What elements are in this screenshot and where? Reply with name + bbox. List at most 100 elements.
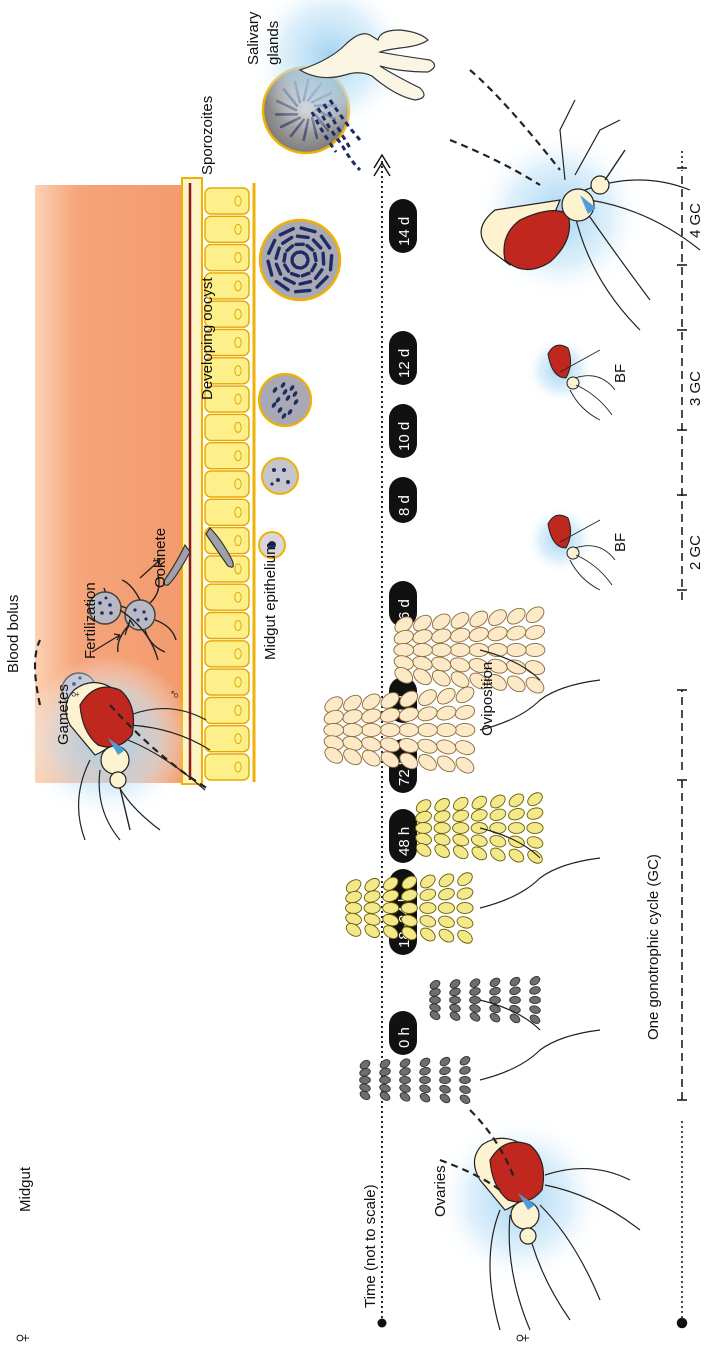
epithelium-cell (205, 669, 249, 695)
ovariole (459, 1093, 472, 1105)
ovariole (360, 1076, 371, 1083)
ovariole (420, 1076, 431, 1083)
ovariole (467, 625, 490, 644)
sporozoite-mark (323, 253, 324, 264)
ovariole (504, 673, 528, 695)
ovariole (523, 674, 547, 696)
ovariole (434, 823, 450, 834)
epithelium-cell (205, 443, 249, 469)
ovary-series (322, 604, 600, 1106)
ovariole (457, 903, 473, 914)
ovariole (525, 848, 544, 866)
ovaries-label: Ovaries (432, 1165, 449, 1217)
ovariole (470, 833, 489, 848)
ovariole (505, 658, 528, 677)
ovariole (432, 842, 451, 860)
ovariole (437, 887, 456, 902)
ovariole (459, 1055, 472, 1067)
ovariole (359, 1067, 371, 1077)
ovariole (345, 903, 361, 914)
ovariole (523, 604, 547, 626)
ovariole (433, 809, 452, 824)
timepoint-pill: 10 d (389, 404, 417, 458)
ovariole (359, 747, 383, 769)
ovariole (486, 624, 509, 643)
ovariole (510, 996, 521, 1003)
ovariole (383, 903, 399, 914)
ovariole (449, 1010, 462, 1022)
ovariole (429, 987, 441, 997)
sporozoite-mark (293, 264, 295, 267)
ovariole (434, 753, 458, 775)
epithelium-cell (205, 641, 249, 667)
ovariole (437, 927, 456, 945)
oocyst-8d (260, 220, 340, 300)
epithelium-cell (205, 726, 249, 752)
midgut-epithelium-cells (205, 188, 249, 780)
ovary-lobe (322, 684, 477, 777)
ovariole (380, 1076, 391, 1083)
timepoint-pill: 12 d (389, 331, 417, 385)
ovariole (419, 1066, 431, 1076)
ovariole (488, 792, 507, 810)
ovariole (434, 685, 458, 707)
timepoint-label: 48 h (396, 827, 413, 856)
sporozoite-mark (293, 254, 295, 257)
ovariole (449, 655, 472, 674)
ovariole (504, 605, 528, 627)
top-mosquito-head (110, 772, 126, 788)
ovariole (530, 996, 541, 1003)
sporozoite-mark (307, 261, 308, 264)
timepoint-pill: 0 h (389, 1011, 417, 1055)
ovariole (508, 823, 524, 834)
gc-label-3: 3 GC (687, 371, 704, 406)
sporozoite-mark (284, 254, 285, 261)
ovariole (470, 844, 489, 862)
oocyst-72h (262, 458, 298, 494)
ovariole (435, 738, 458, 757)
ovariole (509, 975, 522, 987)
time-axis-label: Time (not to scale) (362, 1184, 379, 1308)
ovariole (359, 1089, 372, 1101)
bf-mosquito-1 (526, 506, 615, 590)
fertilization-label: Fertilization (82, 582, 99, 659)
ovariole (418, 887, 437, 902)
top-mosquito-thorax (101, 746, 129, 774)
sporozoite-mark (302, 273, 309, 276)
epithelium-cell (205, 414, 249, 440)
ovariole (525, 643, 545, 656)
bf-label-2: BF (612, 364, 629, 383)
ovariole (324, 723, 344, 736)
ovariole (469, 643, 489, 656)
ovariole (507, 807, 526, 822)
ovariole (467, 608, 491, 630)
ovariole (507, 791, 526, 809)
ovariole (401, 903, 417, 914)
ovariole (449, 626, 472, 645)
ovariole (437, 914, 456, 929)
timepoint-label: 8 d (396, 495, 413, 516)
ovariole (418, 914, 437, 929)
epithelium-cell (205, 584, 249, 610)
ovariole (416, 704, 439, 723)
epithelium-cell (205, 471, 249, 497)
salivary-glands-label-1: Salivary (245, 11, 262, 65)
ovariole (436, 723, 456, 736)
ovariole (418, 925, 437, 943)
ovariole (363, 889, 382, 904)
oocyst-series (259, 67, 349, 558)
timepoint-label: 0 h (396, 1027, 413, 1048)
sporozoites-label: Sporozoites (199, 96, 216, 175)
sporozoite-mark (307, 256, 308, 259)
ovary-lobe (414, 790, 545, 866)
ovariole (380, 723, 400, 736)
ovariole (486, 606, 510, 628)
ovariole (524, 623, 547, 642)
ovariole (459, 1065, 471, 1075)
ovariole (456, 886, 475, 901)
ovariole (430, 996, 441, 1003)
ovariole (469, 977, 482, 989)
ovariole (471, 823, 487, 834)
epithelium-cell (205, 188, 249, 214)
